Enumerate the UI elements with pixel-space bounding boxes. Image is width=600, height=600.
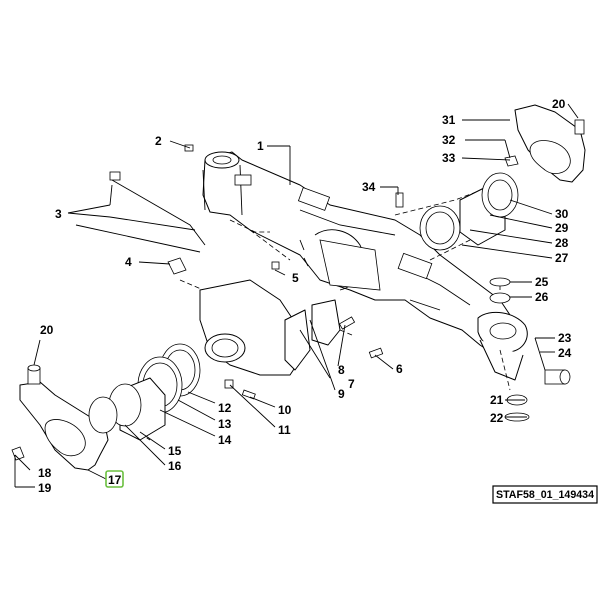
bearing-rings-right [419,172,519,251]
callout-4: 4 [125,255,132,269]
callout-26: 26 [535,290,549,304]
callout-24: 24 [558,346,572,360]
callout-7: 7 [348,377,355,391]
callout-5: 5 [292,271,299,285]
callout-31: 31 [442,113,456,127]
callout-2: 2 [155,134,162,148]
callout-16: 16 [168,459,182,473]
callout-13: 13 [218,417,232,431]
callout-18: 18 [38,466,52,480]
axle-housing-part [202,151,528,381]
callout-11: 11 [278,423,291,437]
callout-27: 27 [555,251,569,265]
callout-6: 6 [396,362,403,376]
callout-1: 1 [257,139,264,153]
callout-22: 22 [490,411,504,425]
reference-code: STAF58_01_149434 [496,489,595,501]
hub-carrier-right-part [504,104,586,183]
callout-3: 3 [55,207,62,221]
callout-10: 10 [278,403,292,417]
callout-9: 9 [338,387,345,401]
callout-19: 19 [38,481,52,495]
callout-8: 8 [338,363,345,377]
reference-code-box: STAF58_01_149434 [492,485,598,504]
callout-25: 25 [535,275,549,289]
callout-15: 15 [168,444,182,458]
small-hardware-parts [109,144,571,422]
callout-28: 28 [555,236,569,250]
callout-29: 29 [555,221,569,235]
hub-carrier-left-part [11,364,109,471]
callout-21: 21 [490,393,504,407]
callout-34: 34 [362,180,376,194]
leader-lines [14,103,579,488]
callout-20-right: 20 [552,97,566,111]
callout-labels: 1 2 3 4 5 6 7 8 9 10 11 12 13 14 15 16 1… [38,97,572,495]
callout-14: 14 [218,433,232,447]
callout-20-left: 20 [40,323,54,337]
bearing-rings-left [88,343,201,441]
callout-12: 12 [218,401,232,415]
callout-17[interactable]: 17 [108,473,122,487]
callout-23: 23 [558,331,572,345]
callout-17-highlight-box [105,470,124,488]
callout-32: 32 [442,133,456,147]
center-housing-part [199,279,341,376]
callout-30: 30 [555,207,569,221]
callout-33: 33 [442,151,456,165]
